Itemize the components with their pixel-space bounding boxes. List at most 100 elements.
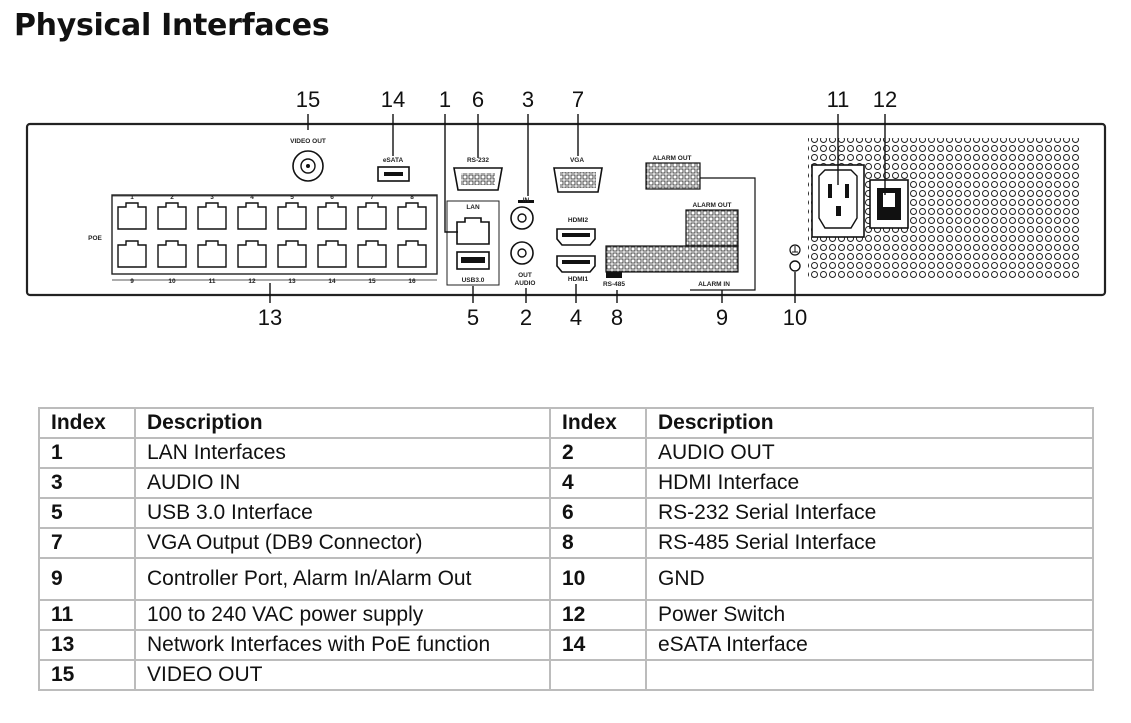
- audio-out-jack-icon: [510, 241, 534, 265]
- index-cell: 6: [549, 497, 647, 529]
- alarm-out-label: ALARM OUT: [693, 202, 732, 209]
- header-description-left: Description: [134, 407, 551, 439]
- index-cell: 2: [549, 437, 647, 469]
- svg-text:1: 1: [130, 194, 134, 201]
- description-cell: Controller Port, Alarm In/Alarm Out: [134, 557, 551, 601]
- index-cell: 7: [38, 527, 136, 559]
- alarm-in-label: ALARM IN: [698, 281, 730, 288]
- audio-in-jack-icon: [510, 200, 534, 230]
- esata-label: eSATA: [383, 157, 404, 164]
- table-row: 3 AUDIO IN 4 HDMI Interface: [38, 467, 1094, 499]
- alarm-terminal-block: [605, 209, 739, 278]
- callout-5: 5: [467, 305, 479, 330]
- svg-text:5: 5: [290, 194, 294, 201]
- audio-label: AUDIO: [515, 280, 536, 287]
- callout-14: 14: [381, 87, 405, 112]
- usb-label: USB3.0: [462, 277, 485, 284]
- index-cell: 1: [38, 437, 136, 469]
- svg-text:15: 15: [368, 278, 376, 285]
- index-cell: 10: [549, 557, 647, 601]
- ac-inlet-icon: [811, 164, 865, 238]
- poe-ports: [111, 194, 438, 281]
- esata-port-icon: [377, 166, 410, 182]
- index-cell: 8: [549, 527, 647, 559]
- table-row: 7 VGA Output (DB9 Connector) 8 RS-485 Se…: [38, 527, 1094, 559]
- callout-9: 9: [716, 305, 728, 330]
- hdmi2-port-icon: [556, 228, 596, 246]
- svg-text:2: 2: [170, 194, 174, 201]
- header-index-left: Index: [38, 407, 136, 439]
- port-numbers-top: 1 2 3 4 5 6 7 8: [130, 194, 414, 201]
- index-cell: 9: [38, 557, 136, 601]
- svg-text:3: 3: [210, 194, 214, 201]
- callout-3: 3: [522, 87, 534, 112]
- description-cell: VIDEO OUT: [134, 659, 551, 691]
- table-row: 9 Controller Port, Alarm In/Alarm Out 10…: [38, 557, 1094, 601]
- callout-6: 6: [472, 87, 484, 112]
- table-header-row: Index Description Index Description: [38, 407, 1094, 439]
- index-cell: 5: [38, 497, 136, 529]
- index-cell: 4: [549, 467, 647, 499]
- svg-text:8: 8: [410, 194, 414, 201]
- svg-text:14: 14: [328, 278, 336, 285]
- video-out-label: VIDEO OUT: [290, 138, 326, 145]
- callout-7: 7: [572, 87, 584, 112]
- rs485-label: RS-485: [603, 281, 625, 288]
- description-cell: [645, 659, 1094, 691]
- audio-in-label: IN: [523, 197, 530, 204]
- callout-1: 1: [439, 87, 451, 112]
- callout-12: 12: [873, 87, 897, 112]
- lan-port-icon: [456, 217, 490, 245]
- power-switch-icon: [869, 179, 909, 229]
- description-cell: eSATA Interface: [645, 629, 1094, 661]
- description-cell: USB 3.0 Interface: [134, 497, 551, 529]
- ground-icon: [789, 244, 801, 272]
- usb-port-icon: [456, 251, 490, 270]
- vga-port-icon: [553, 167, 603, 193]
- svg-text:9: 9: [130, 278, 134, 285]
- rear-panel-diagram: POE 1 2 3 4 5 6 7 8 9 10 11 12 13 14 15 …: [25, 87, 1107, 330]
- index-cell: 12: [549, 599, 647, 631]
- hdmi2-label: HDMI2: [568, 217, 589, 224]
- callout-10: 10: [783, 305, 807, 330]
- index-cell: 14: [549, 629, 647, 661]
- alarm-out-label-top: ALARM OUT: [653, 155, 692, 162]
- index-cell: 13: [38, 629, 136, 661]
- audio-out-label: OUT: [518, 272, 532, 279]
- svg-text:10: 10: [168, 278, 176, 285]
- callout-2: 2: [520, 305, 532, 330]
- svg-text:16: 16: [408, 278, 416, 285]
- description-cell: GND: [645, 557, 1094, 601]
- svg-text:11: 11: [209, 278, 216, 285]
- callout-8: 8: [611, 305, 623, 330]
- svg-text:7: 7: [370, 194, 374, 201]
- index-cell: 3: [38, 467, 136, 499]
- alarm-out-terminal-top: [645, 162, 701, 190]
- callout-4: 4: [570, 305, 582, 330]
- description-cell: RS-485 Serial Interface: [645, 527, 1094, 559]
- table-row: 13 Network Interfaces with PoE function …: [38, 629, 1094, 661]
- description-cell: Power Switch: [645, 599, 1094, 631]
- rs232-label: RS-232: [467, 157, 489, 164]
- index-cell: 15: [38, 659, 136, 691]
- description-cell: Network Interfaces with PoE function: [134, 629, 551, 661]
- table-row: 1 LAN Interfaces 2 AUDIO OUT: [38, 437, 1094, 469]
- svg-text:12: 12: [248, 278, 256, 285]
- header-description-right: Description: [645, 407, 1094, 439]
- vga-label: VGA: [570, 157, 584, 164]
- bnc-connector-icon: [292, 150, 324, 182]
- poe-label: POE: [88, 235, 102, 242]
- description-cell: VGA Output (DB9 Connector): [134, 527, 551, 559]
- lan-label: LAN: [466, 204, 480, 211]
- interface-index-table: Index Description Index Description 1 LA…: [38, 407, 1094, 691]
- callout-leader-lines: [269, 114, 886, 303]
- hdmi1-port-icon: [556, 255, 596, 273]
- table-row: 15 VIDEO OUT: [38, 659, 1094, 691]
- description-cell: RS-232 Serial Interface: [645, 497, 1094, 529]
- callout-13: 13: [258, 305, 282, 330]
- table-row: 5 USB 3.0 Interface 6 RS-232 Serial Inte…: [38, 497, 1094, 529]
- callout-15: 15: [296, 87, 320, 112]
- svg-text:13: 13: [288, 278, 296, 285]
- hdmi1-label: HDMI1: [568, 276, 589, 283]
- index-cell: 11: [38, 599, 136, 631]
